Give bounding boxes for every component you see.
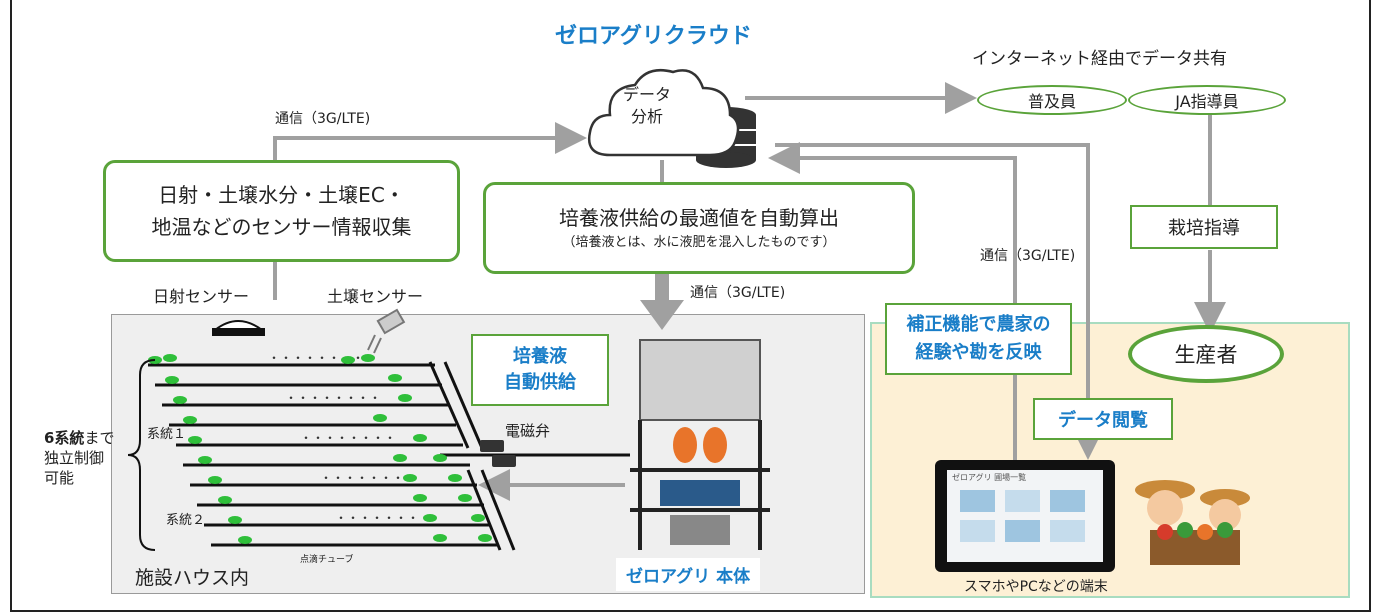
system1-label: 系統１: [147, 427, 187, 442]
comm-mid-label: 通信（3G/LTE): [690, 285, 786, 301]
auto-supply-line1: 培養液: [513, 346, 567, 367]
svg-text:・・・・・・・・: ・・・・・・・・: [335, 511, 431, 525]
thick-arrow-shaft: [655, 270, 669, 302]
fukyu-label: 普及員: [1027, 92, 1076, 111]
hosei-box: 補正機能で農家の 経験や勘を反映: [885, 303, 1072, 375]
saibai-label: 栽培指導: [1168, 218, 1240, 239]
svg-text:・・・・・・・・: ・・・・・・・・: [300, 431, 396, 445]
cloud-label-line2: 分析: [630, 107, 663, 126]
six-system-rest: まで: [84, 429, 115, 447]
six-system-line2: 独立制御: [44, 449, 105, 467]
valve-icons: [480, 440, 516, 467]
main-unit-label: ゼロアグリ 本体: [616, 558, 761, 591]
cloud-label: データ 分析: [612, 84, 682, 128]
fukyu-oval: 普及員: [977, 85, 1127, 115]
six-system-line3: 可能: [44, 469, 75, 487]
auto-supply-box: 培養液 自動供給: [471, 334, 609, 406]
pipe-system: [148, 361, 630, 551]
ja-oval: JA指導員: [1128, 85, 1286, 115]
six-system-bold: 6系統: [44, 429, 85, 447]
comm-right-label: 通信（3G/LTE): [980, 248, 1076, 264]
svg-text:・・・・・・・・: ・・・・・・・・: [285, 391, 381, 405]
sun-sensor-icon: [212, 320, 266, 336]
sensor-info-box: 日射・土壌水分・土壌EC・ 地温などのセンサー情報収集: [103, 160, 460, 262]
house-label: 施設ハウス内: [135, 567, 250, 589]
data-view-label: データ閲覧: [1058, 410, 1148, 431]
sensor-box-line1: 日射・土壌水分・土壌EC・: [158, 183, 405, 207]
cloud-title: ゼロアグリクラウド: [555, 24, 752, 49]
data-view-box: データ閲覧: [1033, 398, 1173, 440]
share-title: インターネット経由でデータ共有: [972, 49, 1227, 69]
hosei-line1: 補正機能で農家の: [906, 314, 1051, 335]
brace: [127, 359, 156, 551]
dots: ・・・・・・・・ ・・・・・・・・ ・・・・・・・・ ・・・・・・・・ ・・・・…: [268, 351, 431, 525]
tablet-screen-title: ゼロアグリ 圃場一覧: [952, 473, 1027, 482]
six-system-note: 6系統まで 独立制御 可能: [44, 428, 114, 488]
comm-left-label: 通信（3G/LTE): [275, 111, 371, 127]
ja-label: JA指導員: [1175, 92, 1239, 111]
drip-label: 点滴チューブ: [300, 555, 354, 565]
arrow-cloud-to-view: [775, 143, 1104, 460]
cloud-icon: [587, 68, 740, 157]
thick-arrow-head: [640, 300, 684, 330]
farmers-illustration: [1135, 480, 1250, 565]
sun-sensor-label: 日射センサー: [153, 287, 250, 306]
valve-label: 電磁弁: [505, 422, 551, 440]
producer-oval: 生産者: [1128, 325, 1284, 383]
arrow-sensor-to-cloud: [273, 122, 587, 160]
outer-frame: [10, 0, 1371, 612]
svg-text:・・・・・・・・: ・・・・・・・・: [268, 351, 364, 365]
tablet-icon: [935, 460, 1115, 572]
calc-box-line2: （培養液とは、水に液肥を混入したものです）: [562, 235, 836, 250]
svg-text:・・・・・・・・: ・・・・・・・・: [320, 471, 416, 485]
hosei-line2: 経験や勘を反映: [915, 342, 1042, 363]
system2-label: 系統２: [166, 513, 206, 528]
auto-supply-line2: 自動供給: [504, 372, 576, 393]
soil-sensor-icon: [367, 308, 406, 354]
calc-box-line1: 培養液供給の最適値を自動算出: [559, 206, 839, 230]
producer-label: 生産者: [1174, 343, 1238, 367]
main-unit-machine: [630, 339, 770, 550]
soil-sensor-label: 土壌センサー: [327, 287, 424, 306]
sensor-box-line2: 地温などのセンサー情報収集: [151, 215, 412, 239]
calc-box: 培養液供給の最適値を自動算出 （培養液とは、水に液肥を混入したものです）: [483, 182, 915, 274]
saibai-box: 栽培指導: [1130, 205, 1278, 249]
cloud-label-line1: データ: [622, 85, 671, 104]
device-label: スマホやPCなどの端末: [964, 579, 1108, 595]
